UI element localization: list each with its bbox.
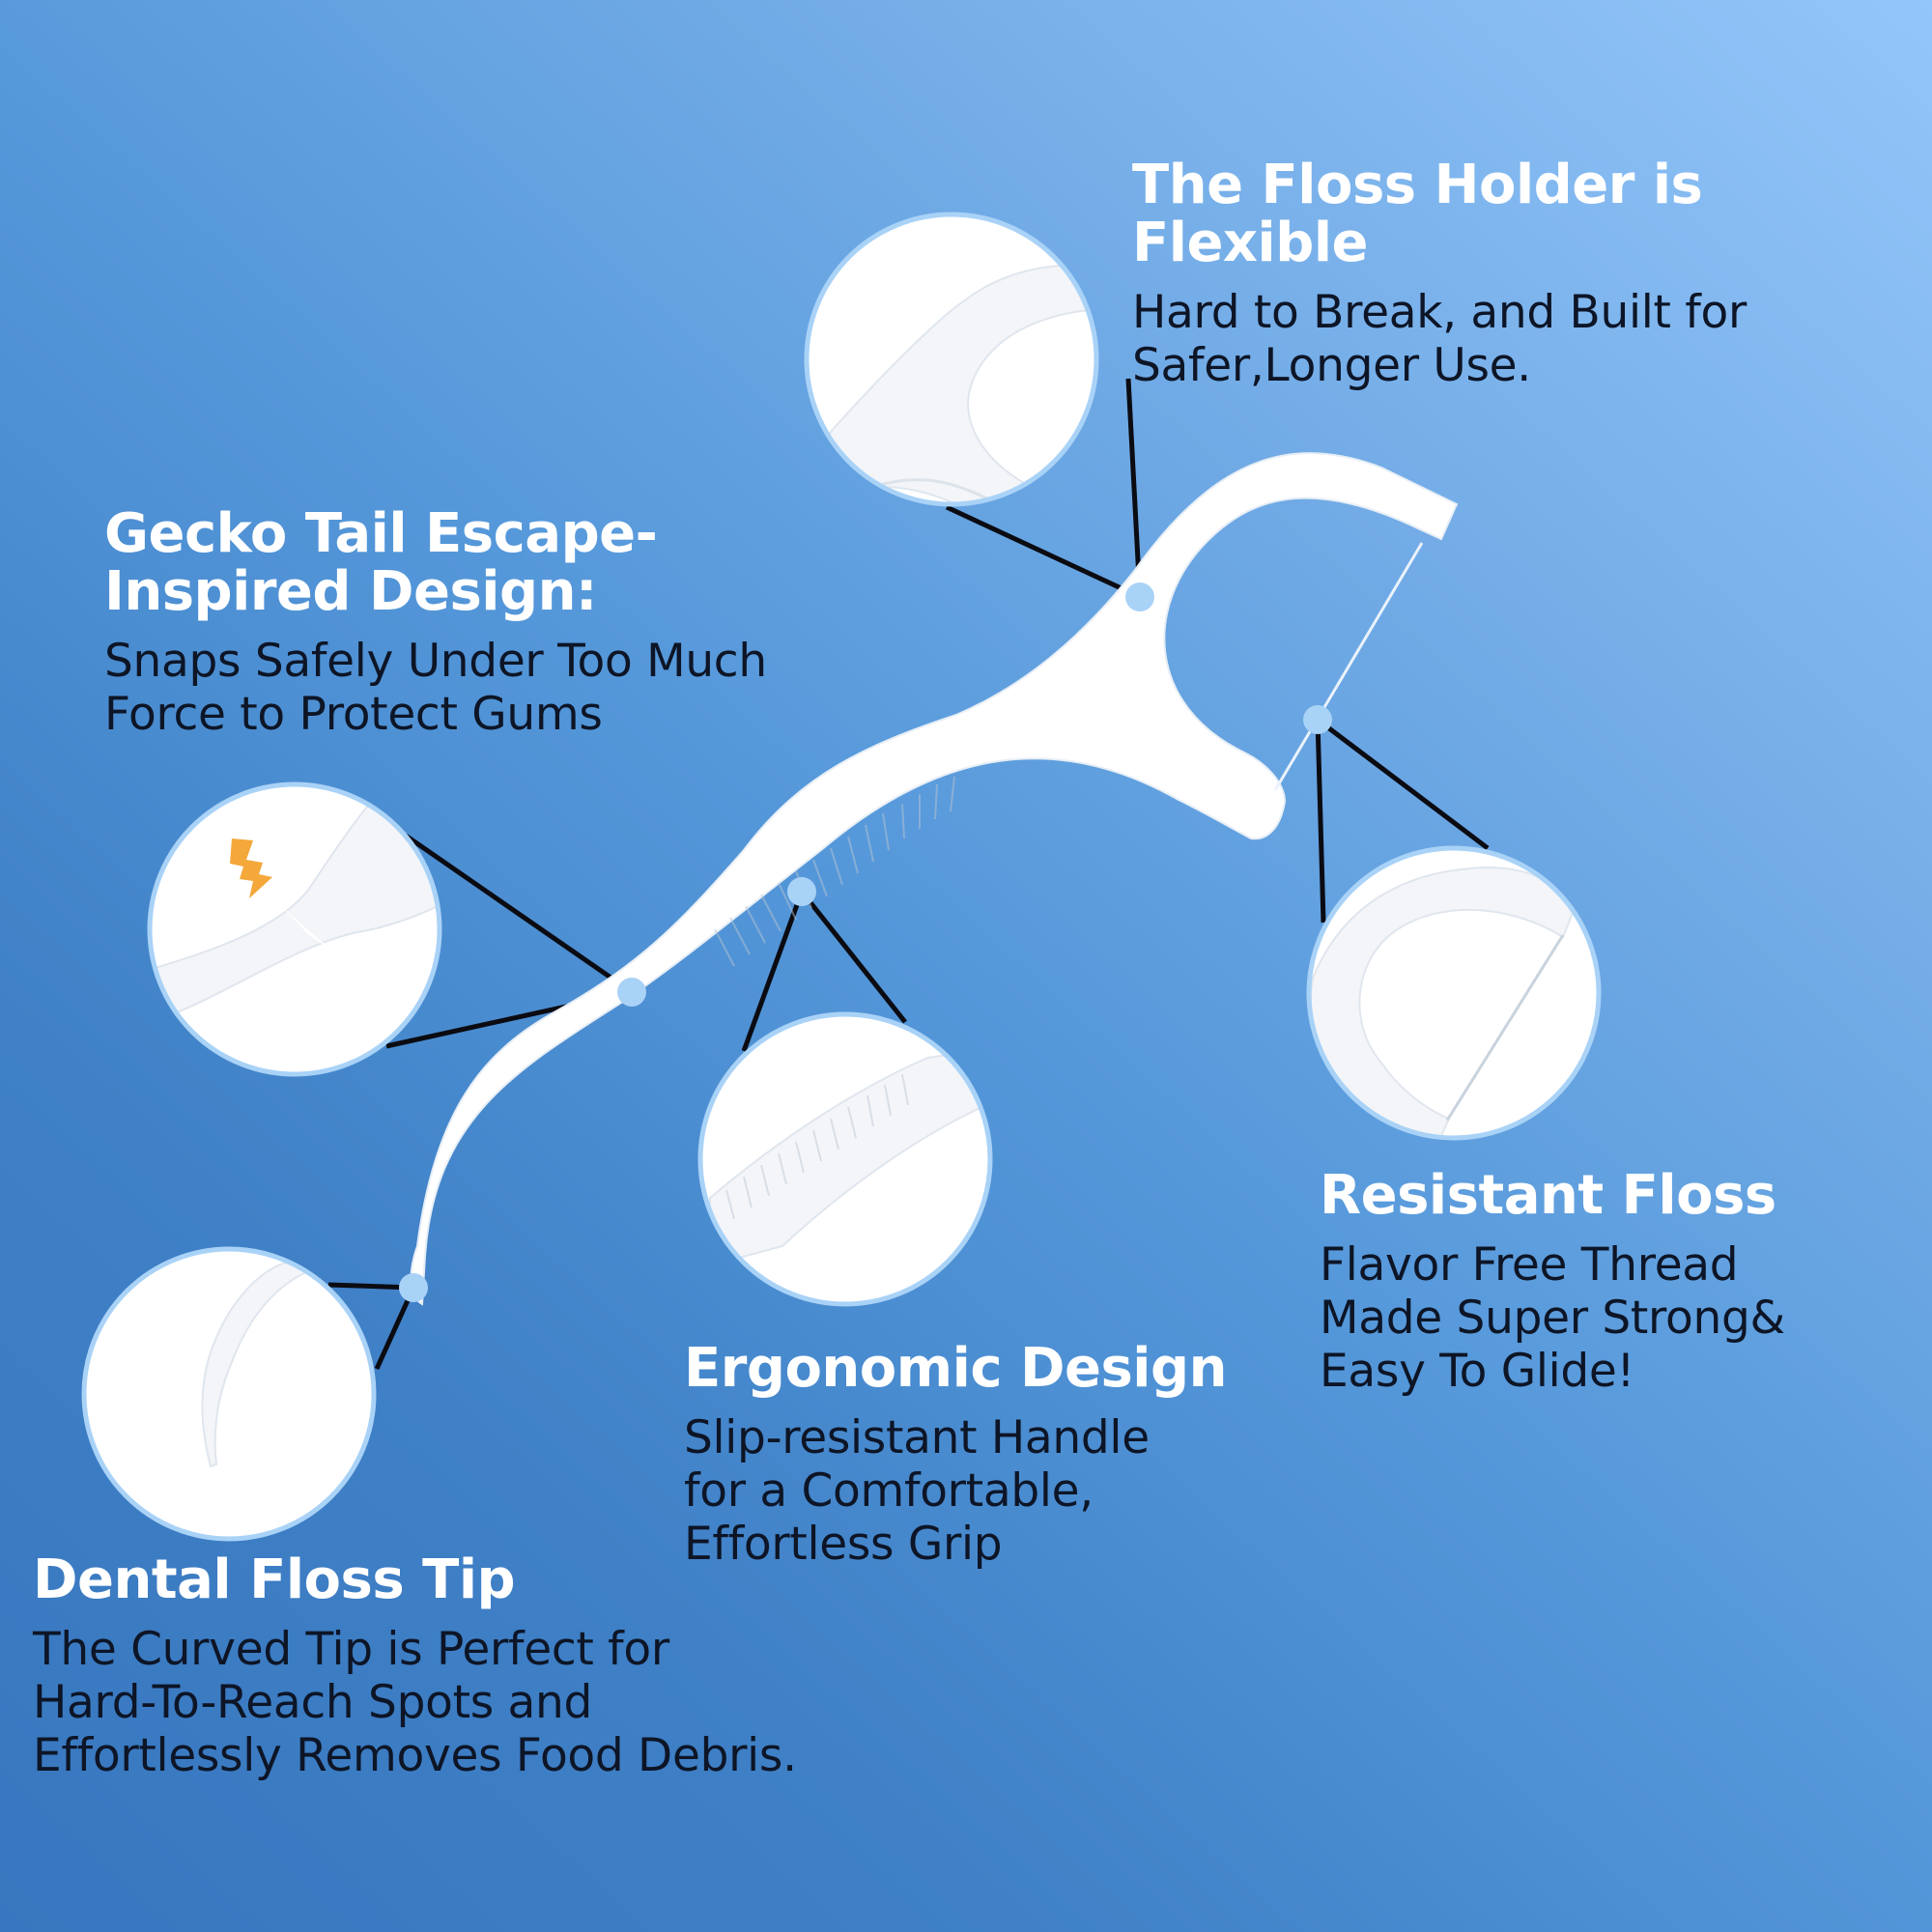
holder-callout-line (1125, 378, 1143, 598)
tip-title-line: Dental Floss Tip (33, 1548, 516, 1611)
resistant-callout-line (1316, 718, 1490, 850)
resistant-title-line: Resistant Floss (1320, 1164, 1776, 1227)
ergonomic-callout-dot (787, 877, 816, 906)
gecko-callout-line (404, 833, 634, 995)
holder-title: The Floss Holder is Flexible (1132, 156, 1747, 272)
holder-callout-dot (1125, 582, 1154, 611)
ergonomic-callout-line (800, 890, 907, 1024)
holder-description: Hard to Break, and Built for Safer,Longe… (1132, 286, 1747, 392)
resistant-desc-line: Flavor Free Thread (1320, 1238, 1739, 1292)
gecko-desc-line: Force to Protect Gums (104, 688, 603, 741)
ergonomic-desc-line: for a Comfortable, (684, 1464, 1094, 1518)
gecko-callout-dot (617, 978, 646, 1007)
gecko-closeup-circle (147, 781, 442, 1077)
ergonomic-callout-line (741, 891, 805, 1052)
tip-desc-line: The Curved Tip is Perfect for (33, 1623, 669, 1676)
gecko-desc-line: Snaps Safely Under Too Much (104, 635, 767, 688)
tip-callout-line (374, 1286, 416, 1371)
resistant-feature: Resistant Floss Flavor Free Thread Made … (1320, 1167, 1785, 1399)
holder-title-line: The Floss Holder is (1132, 154, 1703, 216)
resistant-title: Resistant Floss (1320, 1167, 1785, 1225)
tip-feature: Dental Floss Tip The Curved Tip is Perfe… (33, 1551, 797, 1783)
gecko-title-line: Gecko Tail Escape- (104, 502, 658, 565)
floss-pick (410, 452, 1459, 1306)
tip-callout-dot (399, 1273, 428, 1302)
tip-description: The Curved Tip is Perfect for Hard-To-Re… (33, 1623, 797, 1782)
resistant-callout-line (1315, 719, 1326, 923)
resistant-desc-line: Made Super Strong& (1320, 1292, 1785, 1345)
tip-desc-line: Hard-To-Reach Spots and (33, 1676, 593, 1729)
holder-title-line: Flexible (1132, 212, 1369, 274)
ergonomic-desc-line: Slip-resistant Handle (684, 1411, 1150, 1464)
lightning-spark-icon (230, 838, 272, 898)
ergonomic-title: Ergonomic Design (684, 1340, 1227, 1398)
ergonomic-feature: Ergonomic Design Slip-resistant Handle f… (684, 1340, 1227, 1572)
ergonomic-desc-line: Effortless Grip (684, 1518, 1003, 1571)
ergonomic-title-line: Ergonomic Design (684, 1337, 1227, 1400)
tip-closeup-circle (81, 1246, 377, 1542)
holder-desc-line: Safer,Longer Use. (1132, 339, 1531, 392)
holder-feature: The Floss Holder is Flexible Hard to Bre… (1132, 156, 1747, 393)
tip-title: Dental Floss Tip (33, 1551, 797, 1609)
gecko-description: Snaps Safely Under Too Much Force to Pro… (104, 635, 767, 741)
resistant-desc-line: Easy To Glide! (1320, 1345, 1635, 1398)
grip-closeup-circle (697, 1011, 993, 1307)
holder-desc-line: Hard to Break, and Built for (1132, 286, 1747, 339)
holder-callout-line (945, 504, 1142, 600)
resistant-description: Flavor Free Thread Made Super Strong& Ea… (1320, 1238, 1785, 1398)
tip-desc-line: Effortlessly Removes Food Debris. (33, 1729, 797, 1782)
thread-closeup-circle (1306, 845, 1602, 1141)
gecko-title: Gecko Tail Escape- Inspired Design: (104, 505, 767, 621)
holder-closeup-circle (804, 212, 1099, 507)
resistant-callout-dot (1303, 705, 1332, 734)
gecko-title-line: Inspired Design: (104, 560, 597, 623)
gecko-feature: Gecko Tail Escape- Inspired Design: Snap… (104, 505, 767, 742)
ergonomic-description: Slip-resistant Handle for a Comfortable,… (684, 1411, 1227, 1571)
